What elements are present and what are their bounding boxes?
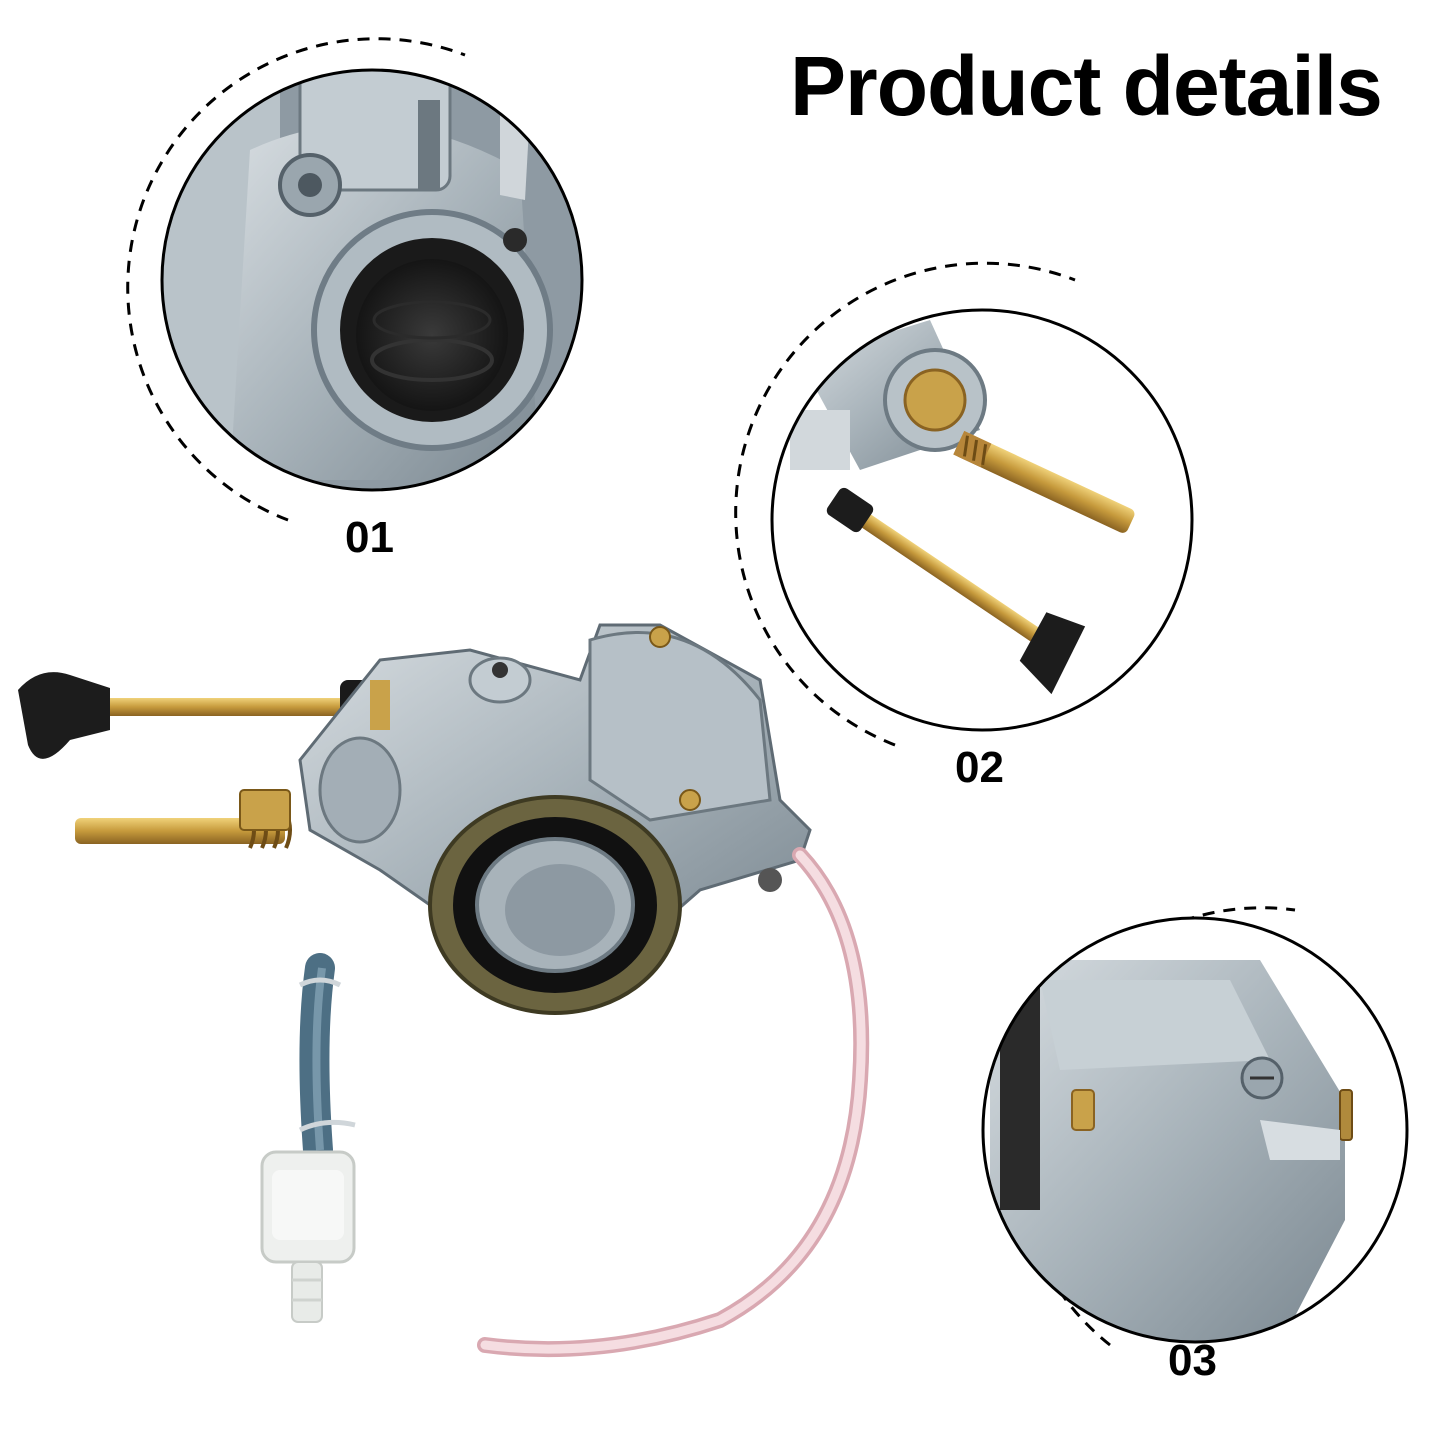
detail-03-view xyxy=(981,906,1409,1347)
detail-01-frame xyxy=(160,68,584,492)
carburetor xyxy=(18,623,870,1358)
detail-03-label: 03 xyxy=(1168,1336,1217,1385)
detail-02-frame xyxy=(770,308,1194,732)
choke-knob xyxy=(18,672,110,759)
detail-02-dashed-arc xyxy=(734,261,1076,747)
fuel-filter-assembly xyxy=(260,953,356,1323)
page-title: Product details xyxy=(790,39,1383,133)
detail-01-view xyxy=(126,37,584,522)
detail-03-frame xyxy=(981,916,1409,1344)
choke-rod xyxy=(70,698,380,716)
detail-01-label: 01 xyxy=(345,513,394,562)
detail-02-label: 02 xyxy=(955,743,1004,792)
detail-02-view xyxy=(734,261,1194,747)
detail-01-dashed-arc xyxy=(126,37,466,522)
idle-screw-rod xyxy=(75,818,285,844)
